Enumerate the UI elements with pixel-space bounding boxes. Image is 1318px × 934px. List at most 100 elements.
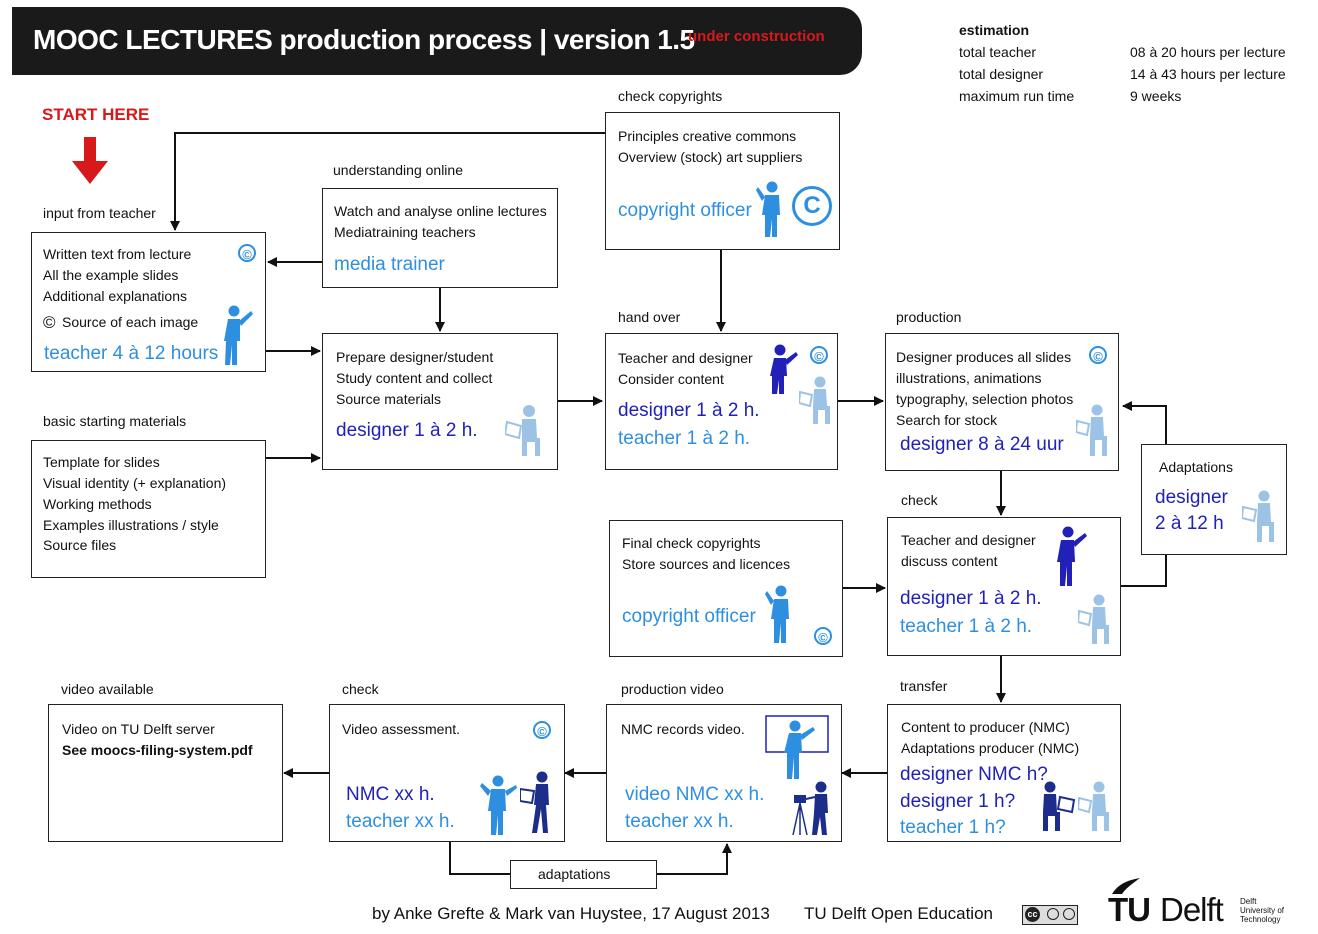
status-label: under construction [688, 28, 825, 45]
step-line: illustrations, animations [896, 370, 1042, 386]
cc-icon: cc [1025, 907, 1040, 922]
estimation-value: 9 weeks [1130, 88, 1182, 104]
attribution-icon [1047, 908, 1059, 920]
step-line: Examples illustrations / style [43, 517, 219, 533]
page-title: MOOC LECTURES production process | versi… [33, 24, 695, 55]
step-line: Source of each image [62, 314, 199, 330]
step-line: Store sources and licences [622, 556, 791, 572]
copyright-icon: © [814, 627, 832, 645]
step-line: Content to producer (NMC) [901, 719, 1070, 735]
tu-logo-mark: TU [1108, 891, 1151, 928]
step-line: Adaptations producer (NMC) [901, 740, 1080, 756]
estimation-value: 14 à 43 hours per lecture [1130, 66, 1286, 82]
step-box-production: Designer produces all slides illustratio… [885, 333, 1119, 471]
start-here-label: START HERE [42, 105, 150, 124]
step-box-handover: Teacher and designer Consider content de… [605, 333, 838, 470]
role-copyright-officer: copyright officer [618, 200, 752, 221]
step-line: Prepare designer/student [336, 349, 494, 365]
logo-small-line: Delft [1240, 897, 1257, 906]
role-designer: designer [1155, 487, 1228, 508]
flame-icon [1112, 878, 1140, 894]
designer-sitting-icon [799, 376, 830, 424]
role-nmc: NMC xx h. [346, 784, 435, 805]
step-box-check: Teacher and designer discuss content des… [887, 517, 1121, 656]
step-line: Source files [43, 537, 117, 553]
start-arrow-icon [72, 137, 108, 184]
step-line: Written text from lecture [43, 246, 192, 262]
role-teacher: teacher xx h. [625, 811, 734, 832]
role-teacher: teacher xx h. [346, 811, 455, 832]
designer-sitting-icon [1078, 594, 1109, 644]
step-box-input: Written text from lecture All the exampl… [31, 232, 266, 372]
step-line: Working methods [43, 496, 152, 512]
step-label-copyrights: check copyrights [618, 88, 723, 104]
step-box-transfer: Content to producer (NMC) Adaptations pr… [887, 704, 1121, 842]
step-line: typography, selection photos [896, 391, 1074, 407]
role-designer-hours: 2 à 12 h [1155, 513, 1224, 534]
copyright-icon: © [810, 346, 828, 364]
adaptations-loop-label: adaptations [538, 866, 611, 882]
copyright-prefix: © [43, 313, 56, 332]
step-box-online: Watch and analyse online lectures Mediat… [322, 188, 558, 288]
presenter-screen-icon [765, 715, 829, 779]
designer-sitting-icon [1076, 404, 1107, 456]
step-line: Designer produces all slides [896, 349, 1072, 365]
estimation-heading: estimation [959, 22, 1030, 38]
creative-commons-badge: cc [1022, 905, 1078, 925]
role-designer: designer 1 à 2 h. [618, 400, 760, 421]
step-box-prodvideo: NMC records video. video NMC xx h. teach… [606, 704, 842, 842]
copyright-big-icon: C [792, 186, 832, 226]
designer-sitting-icon [505, 405, 540, 456]
step-label-available: video available [61, 681, 154, 697]
reviewer-standing-icon [520, 771, 549, 833]
role-teacher: teacher 4 à 12 hours [44, 343, 219, 364]
step-line: NMC records video. [621, 721, 745, 737]
designer-sitting-icon [1043, 781, 1076, 831]
step-box-prepare: Prepare designer/student Study content a… [322, 333, 558, 470]
role-copyright-officer: copyright officer [622, 606, 756, 627]
step-line: Visual identity (+ explanation) [43, 475, 227, 491]
teacher-standing-icon [480, 775, 517, 835]
copyright-icon: © [238, 244, 256, 262]
step-label-production: production [896, 309, 962, 325]
role-designer: designer 1 à 2 h. [900, 588, 1042, 609]
adaptations-loop-box: adaptations [510, 860, 657, 889]
role-video-nmc: video NMC xx h. [625, 784, 765, 805]
copyright-officer-icon [765, 585, 789, 643]
step-box-available: Video on TU Delft server See moocs-filin… [48, 704, 283, 842]
filing-system-reference: See moocs-filing-system.pdf [62, 742, 253, 758]
logo-small-line: Technology [1240, 915, 1281, 924]
step-label-check: check [901, 492, 938, 508]
estimation-value: 08 à 20 hours per lecture [1130, 44, 1286, 60]
step-box-checkvideo: Video assessment. NMC xx h. teacher xx h… [329, 704, 565, 842]
role-designer: designer 1 h? [900, 791, 1016, 812]
delft-logo-text: Delft [1160, 891, 1224, 928]
role-teacher: teacher 1 h? [900, 817, 1006, 838]
step-line: Video assessment. [342, 721, 461, 737]
logo-small-line: University of [1240, 906, 1285, 915]
step-line: Watch and analyse online lectures [334, 203, 547, 219]
step-line: Principles creative commons [618, 128, 797, 144]
share-alike-icon [1063, 908, 1075, 920]
role-teacher: teacher 1 à 2 h. [618, 428, 751, 449]
step-line: Template for slides [43, 454, 160, 470]
designer-sitting-icon [1078, 781, 1109, 831]
teacher-standing-icon [770, 344, 798, 394]
camera-operator-icon [792, 781, 828, 836]
teacher-standing-icon [1057, 526, 1087, 586]
step-line: Search for stock [896, 412, 998, 428]
step-box-basic: Template for slides Visual identity (+ e… [31, 440, 266, 578]
designer-sitting-icon [1242, 490, 1274, 542]
role-designer-nmc: designer NMC h? [900, 764, 1048, 785]
step-line: Mediatraining teachers [334, 224, 476, 240]
estimation-label: maximum run time [959, 88, 1075, 104]
step-label-prodvideo: production video [621, 681, 724, 697]
step-line: discuss content [901, 553, 998, 569]
footer-org: TU Delft Open Education [804, 904, 993, 923]
tu-delft-subtitle: Delft University of Technology [1240, 897, 1284, 924]
step-label-checkvideo: check [342, 681, 379, 697]
copyright-icon: © [533, 721, 551, 739]
step-label-basic: basic starting materials [43, 413, 187, 429]
step-label-online: understanding online [333, 162, 463, 178]
